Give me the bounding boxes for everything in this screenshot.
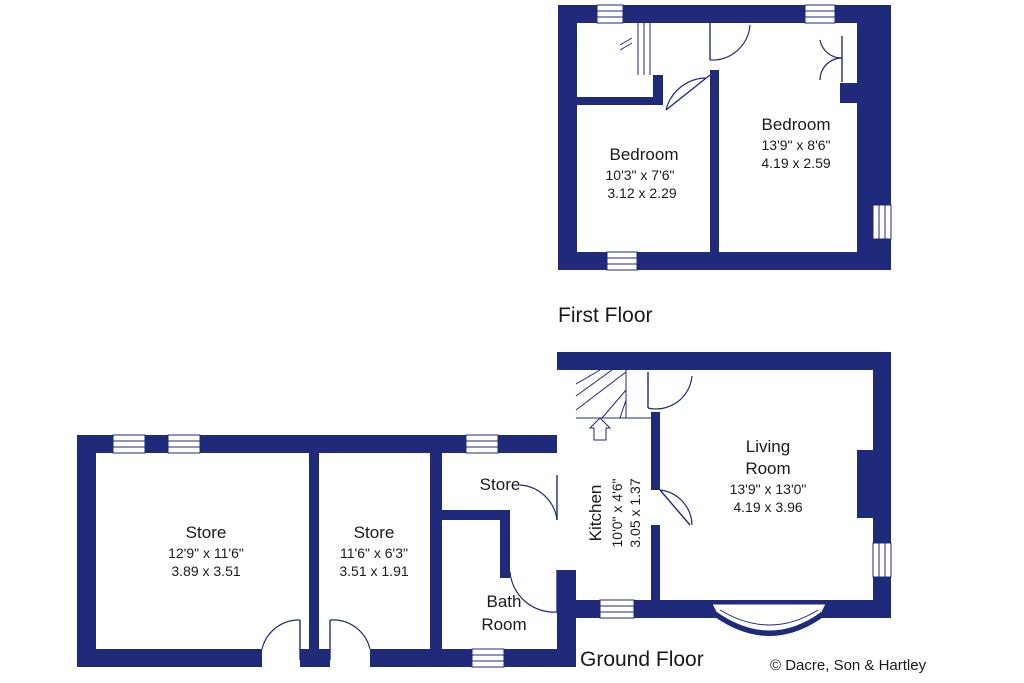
- room-dim-metric-gf-store-large: 3.89 x 3.51: [171, 563, 240, 579]
- ground-floor-label: Ground Floor: [580, 648, 704, 671]
- room-name-gf-living-line2: Room: [745, 459, 790, 478]
- room-name-gf-store-small: Store: [480, 475, 521, 494]
- copyright-text: © Dacre, Son & Hartley: [770, 657, 927, 674]
- room-dim-imperial-gf-living: 13'9" x 13'0": [730, 481, 807, 497]
- room-dim-metric-gf-store-mid: 3.51 x 1.91: [339, 563, 408, 579]
- ground-floor-plan: Store 12'9" x 11'6" 3.89 x 3.51 Store 11…: [77, 352, 892, 668]
- first-floor-plan: Bedroom 10'3" x 7'6" 3.12 x 2.29 Bedroom…: [558, 4, 892, 271]
- store-partition-wall: [309, 453, 319, 649]
- window-gf-kitchen: [599, 599, 635, 619]
- window-gf-store-1: [112, 434, 146, 454]
- kitchen-living-partition-upper: [651, 412, 660, 490]
- room-name-gf-store-mid: Store: [354, 523, 395, 542]
- store-mid-partition-wall: [430, 453, 442, 649]
- bedroom-partition-wall: [710, 70, 719, 252]
- window-ff-top-left: [596, 4, 624, 24]
- room-name-ff-bedroom-right: Bedroom: [762, 115, 831, 134]
- room-dim-imperial-gf-kitchen: 10'0" x 4'6": [609, 478, 625, 547]
- window-ff-right: [872, 204, 892, 240]
- room-name-gf-bathroom-line1: Bath: [487, 592, 522, 611]
- room-dim-imperial-gf-store-mid: 11'6" x 6'3": [340, 545, 408, 561]
- room-dim-metric-gf-kitchen: 3.05 x 1.37: [627, 478, 643, 547]
- kitchen-dim-metric-group: 3.05 x 1.37: [627, 478, 643, 547]
- room-name-gf-bathroom-line2: Room: [481, 615, 526, 634]
- kitchen-dim-imperial-group: 10'0" x 4'6": [609, 478, 625, 547]
- room-dim-metric-gf-living: 4.19 x 3.96: [733, 499, 802, 515]
- room-name-gf-kitchen: Kitchen: [586, 485, 605, 542]
- room-name-gf-store-large: Store: [186, 523, 227, 542]
- room-dim-imperial-ff-bedroom-right: 13'9" x 8'6": [762, 137, 831, 153]
- window-gf-bathroom: [471, 648, 505, 668]
- room-dim-imperial-gf-store-large: 12'9" x 11'6": [168, 545, 244, 561]
- first-floor-label: First Floor: [558, 304, 653, 327]
- window-gf-small-store: [465, 434, 499, 454]
- window-ff-top-right: [804, 4, 836, 24]
- window-ff-bottom: [606, 251, 638, 271]
- window-gf-store-2: [167, 434, 201, 454]
- room-name-ff-bedroom-left: Bedroom: [610, 145, 679, 164]
- window-gf-living-right: [872, 542, 892, 578]
- first-floor-staircase: [619, 23, 651, 75]
- room-dim-imperial-ff-bedroom-left: 10'3" x 7'6": [606, 167, 675, 183]
- kitchen-label-group: Kitchen: [586, 485, 605, 542]
- ground-floor-staircase: [575, 369, 651, 441]
- room-dim-metric-ff-bedroom-right: 4.19 x 2.59: [761, 155, 830, 171]
- room-name-gf-living-line1: Living: [746, 437, 790, 456]
- room-dim-metric-ff-bedroom-left: 3.12 x 2.29: [607, 185, 676, 201]
- kitchen-living-partition-lower: [651, 525, 660, 600]
